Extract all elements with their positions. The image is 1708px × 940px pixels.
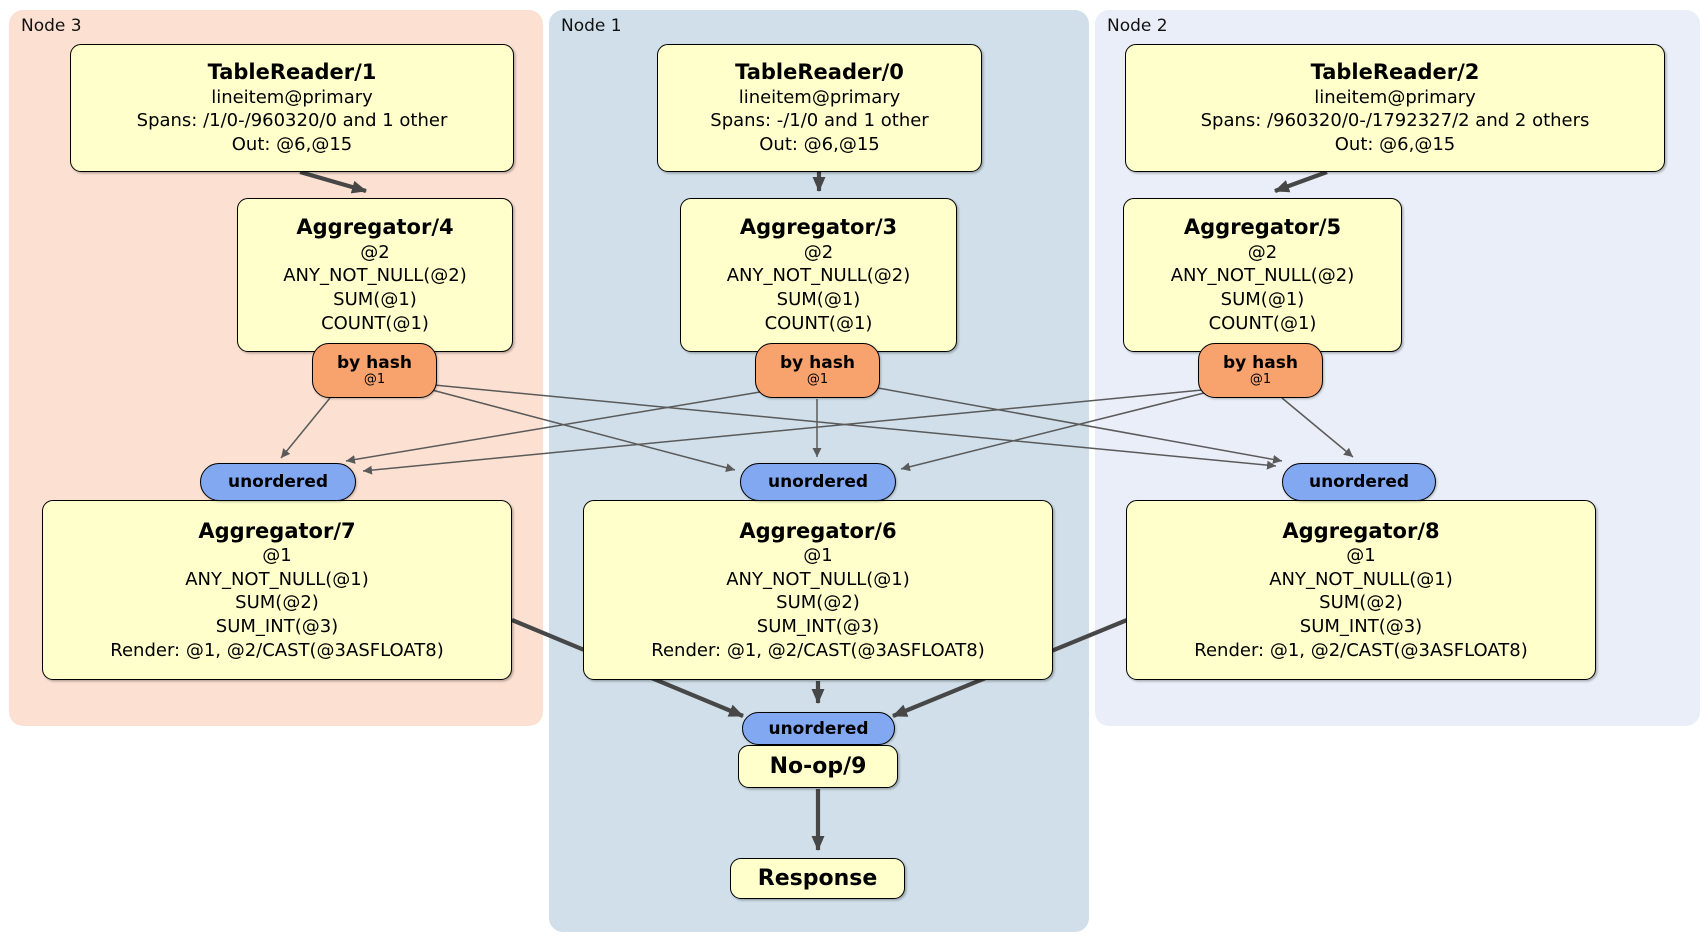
aggregator-5-line: COUNT(@1): [1208, 312, 1317, 334]
aggregator-8-box: Aggregator/8 @1 ANY_NOT_NULL(@1) SUM(@2)…: [1126, 500, 1596, 680]
aggregator-3-line: COUNT(@1): [764, 312, 873, 334]
edge-reader1-agg4: [299, 169, 367, 194]
hash-router-4-label: by hash: [337, 352, 412, 373]
aggregator-5-line: ANY_NOT_NULL(@2): [1170, 265, 1355, 287]
aggregator-7-line: ANY_NOT_NULL(@1): [185, 568, 369, 590]
sync-unordered-final: unordered: [742, 712, 895, 745]
hash-router-5-label: by hash: [1223, 352, 1298, 373]
aggregator-5-line: @2: [1247, 241, 1278, 263]
edge-router5-sync8: [1281, 397, 1354, 458]
aggregator-5-line: SUM(@1): [1220, 289, 1305, 311]
aggregator-4-line: COUNT(@1): [321, 312, 429, 334]
panel-node2-label: Node 2: [1107, 16, 1168, 36]
hash-router-4: by hash @1: [312, 343, 437, 398]
aggregator-8-line: SUM(@2): [1319, 592, 1403, 614]
sync-unordered-8: unordered: [1282, 463, 1436, 501]
aggregator-7-render: Render: @1, @2/CAST(@3ASFLOAT8): [110, 639, 444, 661]
aggregator-8-render: Render: @1, @2/CAST(@3ASFLOAT8): [1194, 639, 1528, 661]
aggregator-8-line: ANY_NOT_NULL(@1): [1269, 568, 1453, 590]
aggregator-6-line: ANY_NOT_NULL(@1): [726, 568, 910, 590]
edge-reader2-agg5: [1274, 170, 1328, 193]
hash-router-3-label: by hash: [780, 352, 855, 373]
aggregator-3-line: SUM(@1): [776, 289, 861, 311]
aggregator-4-line: SUM(@1): [333, 289, 417, 311]
response-box: Response: [730, 858, 905, 899]
hash-router-5: by hash @1: [1198, 343, 1323, 398]
aggregator-4-line: ANY_NOT_NULL(@2): [283, 265, 467, 287]
hash-router-4-detail: @1: [363, 372, 386, 388]
panel-node3-label: Node 3: [21, 16, 82, 36]
tablereader-2-box: TableReader/2 lineitem@primary Spans: /9…: [1125, 44, 1665, 172]
tablereader-2-title: TableReader/2: [1310, 60, 1480, 85]
aggregator-6-box: Aggregator/6 @1 ANY_NOT_NULL(@1) SUM(@2)…: [583, 500, 1053, 680]
aggregator-3-line: ANY_NOT_NULL(@2): [726, 265, 911, 287]
aggregator-5-box: Aggregator/5 @2 ANY_NOT_NULL(@2) SUM(@1)…: [1123, 198, 1402, 352]
response-title: Response: [757, 865, 878, 891]
tablereader-0-index: lineitem@primary: [738, 86, 901, 108]
aggregator-6-line: SUM_INT(@3): [756, 616, 880, 637]
panel-node1-label: Node 1: [561, 16, 622, 36]
aggregator-8-title: Aggregator/8: [1282, 518, 1440, 543]
sync-unordered-6: unordered: [740, 463, 896, 501]
aggregator-6-line: SUM(@2): [776, 592, 860, 614]
aggregator-4-box: Aggregator/4 @2 ANY_NOT_NULL(@2) SUM(@1)…: [237, 198, 513, 352]
aggregator-3-line: @2: [803, 241, 834, 263]
edge-router4-sync7: [280, 397, 331, 459]
tablereader-2-spans: Spans: /960320/0-/1792327/2 and 2 others: [1200, 110, 1590, 132]
aggregator-7-line: SUM_INT(@3): [215, 616, 339, 637]
aggregator-6-title: Aggregator/6: [739, 518, 897, 543]
aggregator-4-line: @2: [360, 241, 390, 263]
aggregator-4-title: Aggregator/4: [296, 215, 454, 240]
tablereader-1-out: Out: @6,@15: [231, 134, 353, 155]
tablereader-1-title: TableReader/1: [207, 60, 377, 85]
tablereader-0-title: TableReader/0: [735, 60, 904, 85]
aggregator-3-title: Aggregator/3: [739, 215, 898, 240]
hash-router-3: by hash @1: [755, 343, 880, 398]
aggregator-7-box: Aggregator/7 @1 ANY_NOT_NULL(@1) SUM(@2)…: [42, 500, 512, 680]
noop-title: No-op/9: [769, 753, 867, 779]
noop-box: No-op/9: [738, 745, 898, 788]
aggregator-5-title: Aggregator/5: [1183, 215, 1342, 240]
aggregator-8-line: @1: [1346, 544, 1376, 566]
tablereader-1-spans: Spans: /1/0-/960320/0 and 1 other: [136, 110, 448, 132]
aggregator-7-line: SUM(@2): [235, 592, 319, 614]
sync-unordered-7: unordered: [200, 463, 356, 501]
aggregator-3-box: Aggregator/3 @2 ANY_NOT_NULL(@2) SUM(@1)…: [680, 198, 957, 352]
tablereader-1-index: lineitem@primary: [211, 86, 373, 108]
tablereader-1-box: TableReader/1 lineitem@primary Spans: /1…: [70, 44, 514, 172]
aggregator-7-title: Aggregator/7: [198, 518, 356, 543]
edge-router5-sync6: [900, 392, 1205, 472]
tablereader-0-box: TableReader/0 lineitem@primary Spans: -/…: [657, 44, 982, 172]
tablereader-0-out: Out: @6,@15: [759, 134, 880, 155]
tablereader-2-index: lineitem@primary: [1314, 86, 1476, 108]
tablereader-2-out: Out: @6,@15: [1334, 134, 1456, 155]
aggregator-7-line: @1: [262, 544, 292, 566]
hash-router-5-detail: @1: [1249, 372, 1272, 388]
hash-router-3-detail: @1: [806, 372, 829, 388]
edge-router5-sync7: [362, 389, 1203, 475]
aggregator-6-line: @1: [803, 544, 833, 566]
tablereader-0-spans: Spans: -/1/0 and 1 other: [710, 110, 929, 132]
edge-router4-sync6: [431, 389, 736, 473]
edge-router4-sync8: [433, 384, 1277, 470]
aggregator-8-line: SUM_INT(@3): [1299, 616, 1423, 637]
aggregator-6-render: Render: @1, @2/CAST(@3ASFLOAT8): [651, 639, 985, 661]
edge-router3-sync7: [345, 391, 761, 464]
